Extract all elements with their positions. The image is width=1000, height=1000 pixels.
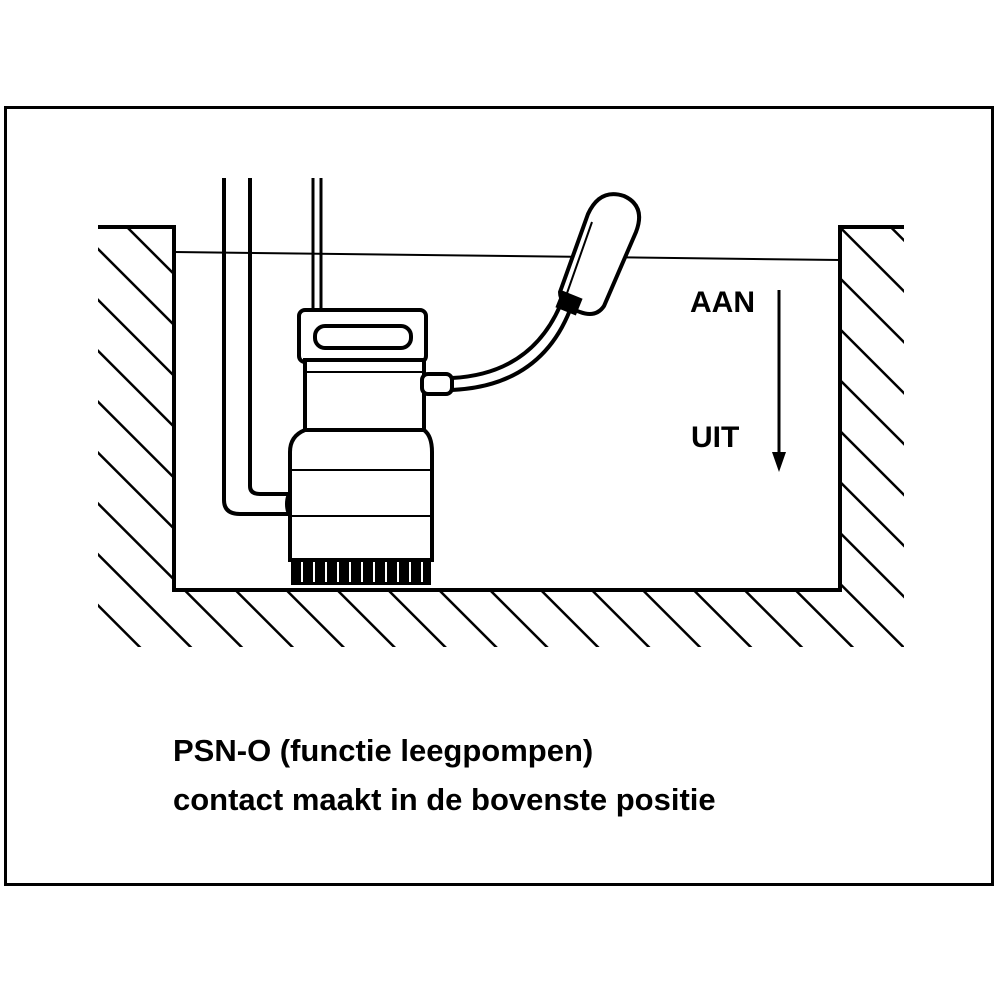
right-wall-hatch — [840, 227, 904, 647]
left-wall-hatch — [98, 227, 174, 647]
power-cable — [311, 178, 323, 312]
off-label: UIT — [691, 421, 740, 454]
floor-hatch — [174, 590, 840, 647]
caption-line-1: PSN-O (functie leegpompen) — [173, 733, 594, 768]
pit-outline — [98, 225, 904, 592]
float-cable — [451, 305, 572, 392]
pump — [288, 308, 454, 585]
direction-arrow — [772, 290, 786, 472]
discharge-pipe — [222, 178, 299, 518]
on-label: AAN — [690, 286, 755, 319]
pit-walls — [98, 225, 904, 647]
water-level-line — [173, 251, 841, 261]
float-switch — [555, 192, 641, 316]
caption-line-2: contact maakt in de bovenste positie — [173, 782, 716, 817]
